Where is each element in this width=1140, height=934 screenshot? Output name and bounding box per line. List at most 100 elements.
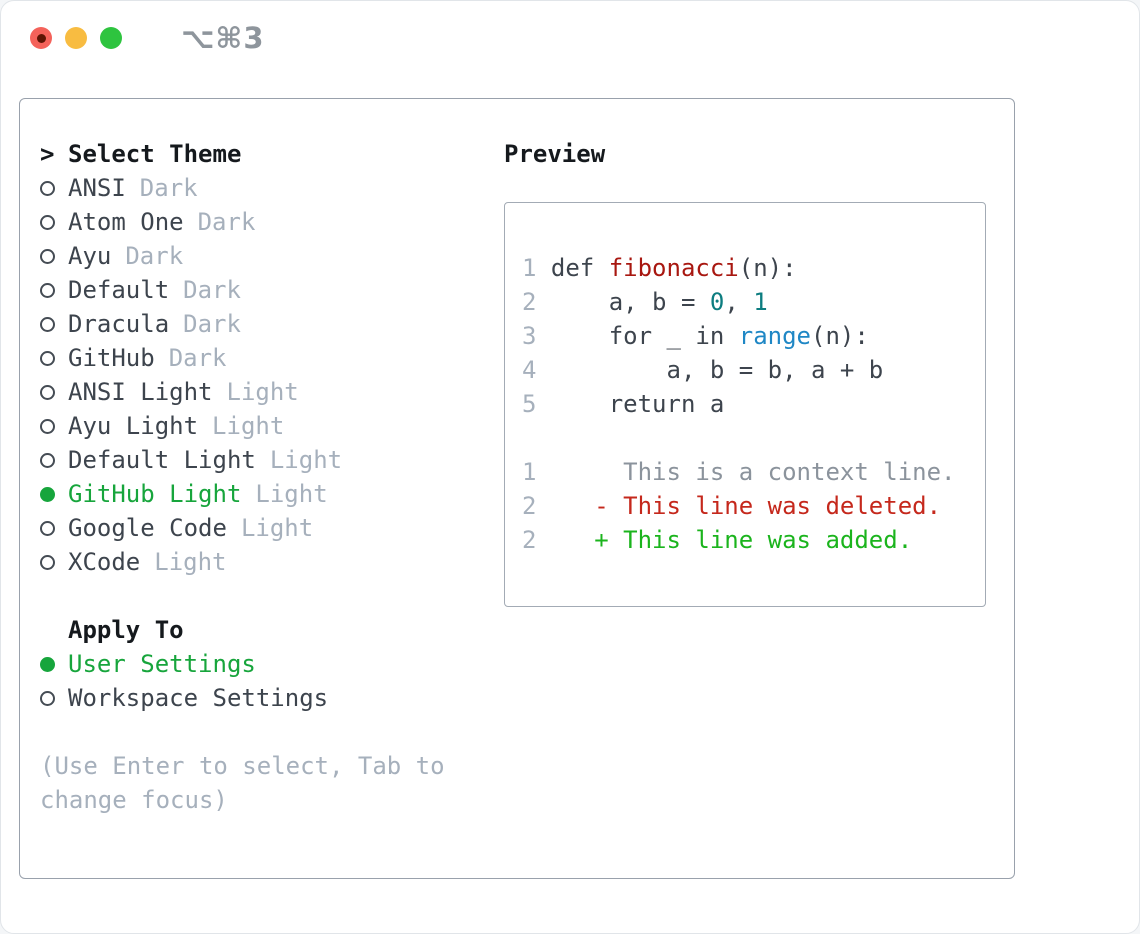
apply-to-label: Apply To — [68, 616, 184, 644]
select-theme-header: > Select Theme — [40, 137, 504, 171]
radio-icon — [40, 520, 55, 536]
code-token-code: , — [724, 288, 754, 316]
selected-radio-icon — [40, 486, 55, 502]
code-token-ln: 4 — [522, 356, 551, 384]
close-button[interactable] — [30, 27, 52, 49]
radio-icon — [40, 214, 55, 230]
window-title: ⌥⌘3 — [181, 21, 265, 55]
code-token-added: + This line was added. — [550, 526, 913, 554]
theme-variant-badge: Light — [269, 446, 343, 474]
theme-item[interactable]: Ayu Dark — [40, 239, 504, 273]
theme-item-name: Ayu — [68, 242, 112, 270]
code-token-ln: 2 — [522, 288, 551, 316]
theme-item-name: Default — [68, 276, 170, 304]
code-token-code: a, b = — [550, 288, 710, 316]
theme-variant-badge: Light — [255, 480, 328, 508]
code-token-code: a, b = b, a + b — [550, 356, 884, 384]
radio-icon — [40, 282, 55, 298]
code-token-func: fibonacci — [608, 254, 739, 282]
preview-label: Preview — [504, 140, 606, 168]
code-token-code: return a — [550, 390, 725, 418]
radio-icon — [40, 690, 55, 706]
code-line: 4 a, b = b, a + b — [522, 353, 977, 387]
theme-item[interactable]: GitHub Dark — [40, 341, 504, 375]
radio-icon — [40, 350, 55, 366]
code-token-code: (n): — [811, 322, 869, 350]
theme-item-name: GitHub — [68, 344, 155, 372]
theme-variant-badge: Light — [240, 514, 314, 542]
theme-item[interactable]: Default Dark — [40, 273, 504, 307]
code-line: 2 - This line was deleted. — [522, 489, 977, 523]
theme-item-name: XCode — [68, 548, 141, 576]
zoom-button[interactable] — [100, 27, 122, 49]
theme-item[interactable]: Dracula Dark — [40, 307, 504, 341]
minimize-button[interactable] — [65, 27, 87, 49]
apply-option-name: Workspace Settings — [68, 684, 329, 712]
code-line — [522, 421, 977, 455]
code-token-ln: 3 — [522, 322, 551, 350]
apply-option[interactable]: Workspace Settings — [40, 681, 504, 715]
window-titlebar: ⌥⌘3 — [1, 1, 1139, 75]
code-token-code: for _ in — [550, 322, 739, 350]
radio-icon — [40, 384, 55, 400]
code-token-ln: 1 — [522, 458, 551, 486]
theme-item[interactable]: Default Light Light — [40, 443, 504, 477]
theme-item-name: GitHub Light — [68, 480, 242, 508]
theme-item[interactable]: Ayu Light Light — [40, 409, 504, 443]
theme-item-name: Ayu Light — [68, 412, 199, 440]
code-token-num: 1 — [753, 288, 768, 316]
code-line: 2 a, b = 0, 1 — [522, 285, 977, 319]
code-token-builtin: range — [738, 322, 811, 350]
theme-item[interactable]: ANSI Light Light — [40, 375, 504, 409]
theme-item[interactable]: Google Code Light — [40, 511, 504, 545]
theme-variant-badge: Light — [154, 548, 227, 576]
apply-option[interactable]: User Settings — [40, 647, 504, 681]
theme-item-name: ANSI Light — [68, 378, 213, 406]
theme-variant-badge: Light — [212, 412, 285, 440]
theme-variant-badge: Dark — [183, 276, 241, 304]
code-token-ln: 2 — [522, 492, 551, 520]
hint-text: (Use Enter to select, Tab to change focu… — [40, 752, 445, 814]
theme-item-name: ANSI — [68, 174, 126, 202]
code-line: 1 This is a context line. — [522, 455, 977, 489]
spacer — [40, 579, 504, 613]
preview-header: Preview — [504, 137, 986, 171]
theme-item-name: Google Code — [68, 514, 227, 542]
code-token-code: (n): — [738, 254, 797, 282]
code-token-ln: 1 — [522, 254, 551, 282]
theme-item-name: Dracula — [68, 310, 170, 338]
code-token-ln: 2 — [522, 526, 551, 554]
theme-item[interactable]: ANSI Dark — [40, 171, 504, 205]
theme-variant-badge: Dark — [183, 310, 241, 338]
radio-icon — [40, 180, 55, 196]
theme-variant-badge: Dark — [125, 242, 184, 270]
theme-item[interactable]: XCode Light — [40, 545, 504, 579]
radio-icon — [40, 418, 55, 434]
code-token-code: def — [550, 254, 609, 282]
theme-variant-badge: Light — [226, 378, 299, 406]
selected-radio-icon — [40, 656, 55, 672]
code-line: 1 def fibonacci(n): — [522, 251, 977, 285]
code-token-deleted: - This line was deleted. — [550, 492, 942, 520]
apply-option-name: User Settings — [68, 650, 256, 678]
code-token-num: 0 — [709, 288, 725, 316]
theme-item-name: Atom One — [68, 208, 184, 236]
radio-icon — [40, 554, 55, 570]
preview-section: Preview 1 def fibonacci(n):2 a, b = 0, 1… — [504, 137, 986, 878]
radio-icon — [40, 248, 55, 264]
cursor-marker: > — [40, 140, 55, 168]
theme-item[interactable]: GitHub Light Light — [40, 477, 504, 511]
select-theme-label: Select Theme — [68, 140, 242, 168]
theme-item-name: Default Light — [68, 446, 256, 474]
code-line: 3 for _ in range(n): — [522, 319, 977, 353]
theme-variant-badge: Dark — [139, 174, 198, 202]
code-token-context: This is a context line. — [550, 458, 956, 486]
code-line: 5 return a — [522, 387, 977, 421]
theme-variant-badge: Dark — [168, 344, 227, 372]
code-line: 2 + This line was added. — [522, 523, 977, 557]
